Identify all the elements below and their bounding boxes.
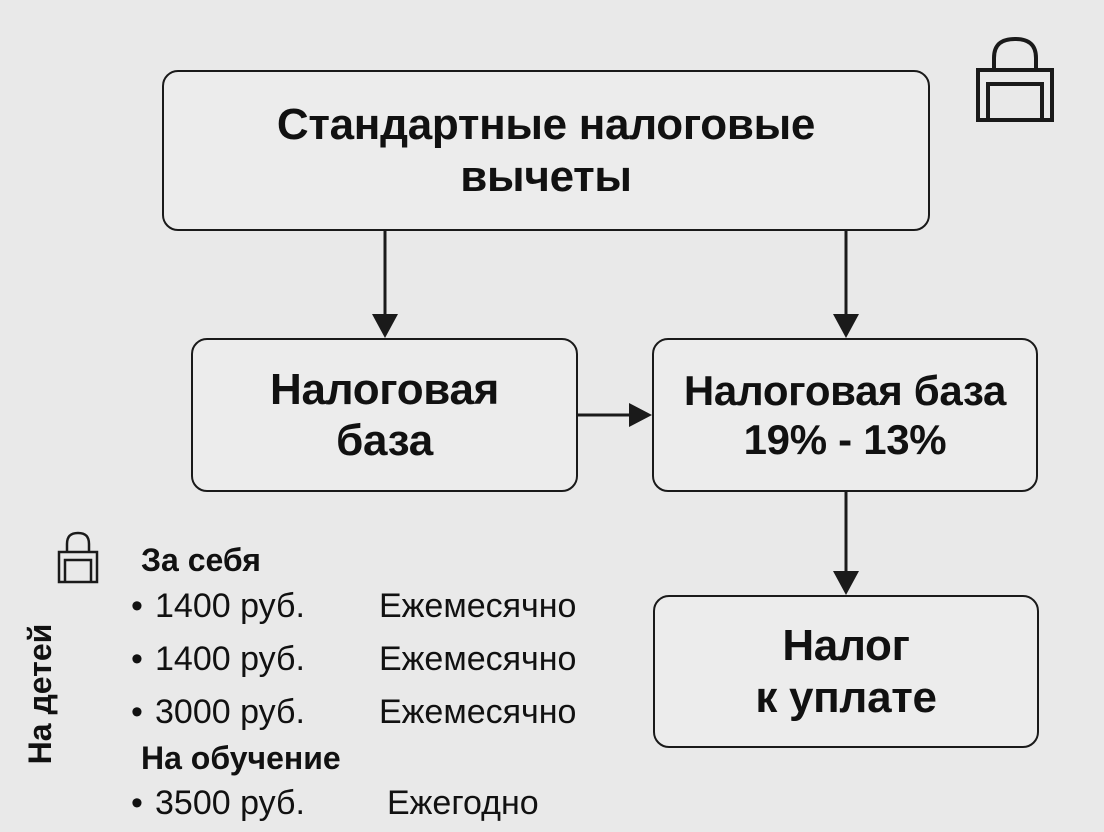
children-side-label: На детей — [22, 623, 58, 765]
arrowhead-payable — [833, 571, 859, 595]
deduction-amount: 1400 руб. — [155, 640, 305, 678]
deduction-amount: 1400 руб. — [155, 587, 305, 625]
lock-icon — [976, 36, 1054, 122]
lock-icon — [57, 531, 99, 584]
tax-base-rate-label: Налоговая база 19% - 13% — [684, 366, 1006, 464]
tax-payable-box: Налог к уплате — [653, 595, 1039, 748]
arrowhead-rate-left — [629, 403, 652, 427]
deduction-amount: 3000 руб. — [155, 693, 305, 731]
tax-base-box: Налоговая база — [191, 338, 578, 492]
education-heading: На обучение — [141, 740, 341, 776]
bullet: • — [131, 587, 143, 625]
deduction-period: Ежемесячно — [379, 640, 577, 678]
tax-payable-line-1: Налог — [782, 621, 910, 671]
tax-base-label: Налоговая база — [270, 364, 499, 467]
tax-base-rate-box: Налоговая база 19% - 13% — [652, 338, 1038, 492]
tax-payable-line-2: к уплате — [755, 672, 937, 722]
deduction-period: Ежегодно — [387, 784, 539, 822]
arrowhead-base — [372, 314, 398, 338]
tax-base-line-1: Налоговая — [269, 364, 500, 414]
bullet: • — [131, 693, 143, 731]
tax-base-rate-line-2: 19% - 13% — [743, 416, 947, 463]
deduction-period: Ежемесячно — [379, 693, 577, 731]
deduction-period: Ежемесячно — [379, 587, 577, 625]
tax-base-line-2: база — [336, 416, 433, 465]
tax-payable-label: Налог к уплате — [755, 620, 937, 723]
standard-deductions-line-2: вычеты — [460, 151, 632, 201]
self-heading: За себя — [141, 542, 261, 578]
tax-base-rate-line-1: Налоговая база — [683, 366, 1007, 414]
standard-deductions-line-1: Стандартные налоговые — [276, 100, 816, 150]
standard-deductions-label: Стандартные налоговые вычеты — [277, 99, 815, 202]
bullet: • — [131, 640, 143, 678]
arrowhead-rate — [833, 314, 859, 338]
bullet: • — [131, 784, 143, 822]
deduction-amount: 3500 руб. — [155, 784, 305, 822]
standard-deductions-box: Стандартные налоговые вычеты — [162, 70, 930, 231]
